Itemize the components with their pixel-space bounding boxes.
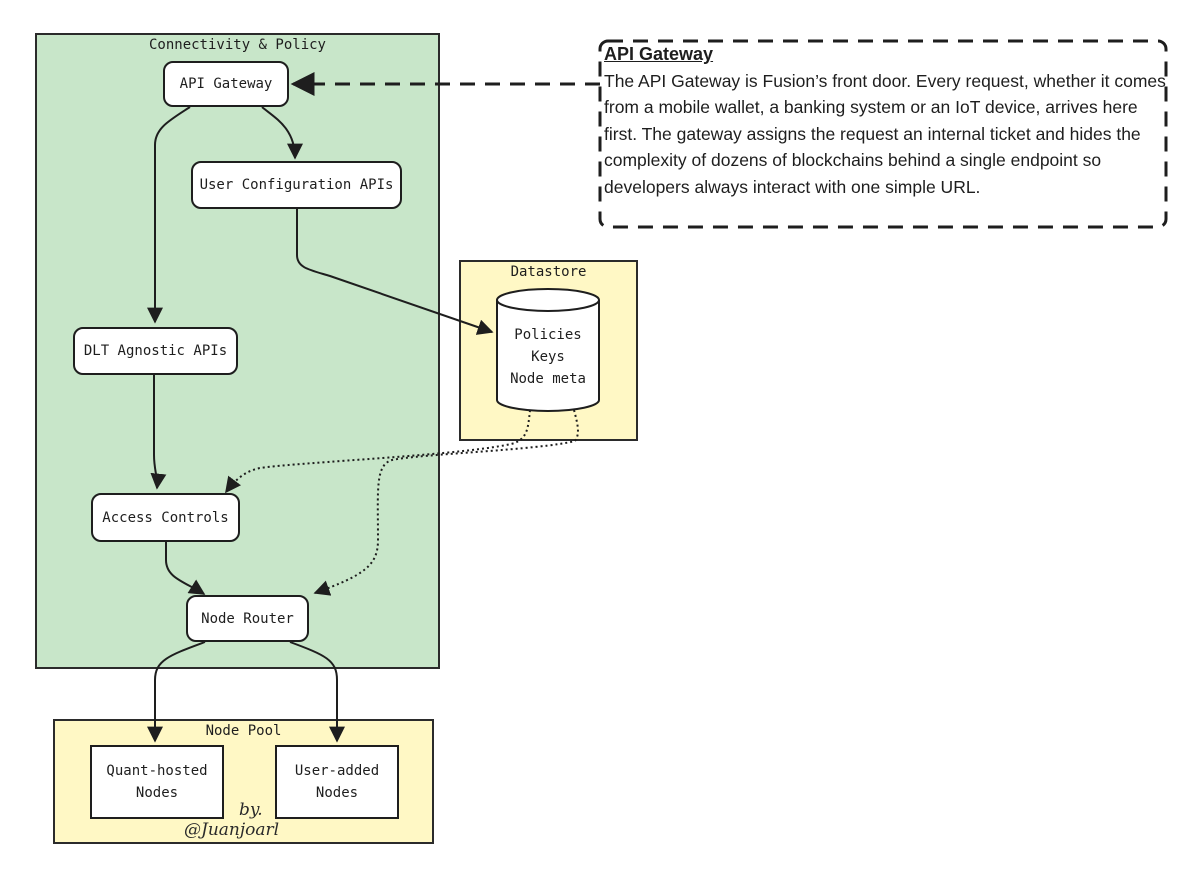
callout-title: API Gateway xyxy=(604,44,714,64)
credit-handle: @Juanjoarl xyxy=(184,820,280,840)
datastore-cylinder xyxy=(496,288,600,412)
user-configuration-apis-node[interactable]: User Configuration APIs xyxy=(191,161,402,209)
datastore-contents: Policies Keys Node meta xyxy=(497,324,599,390)
access-controls-node[interactable]: Access Controls xyxy=(91,493,240,542)
edge-gateway-to-userconfig xyxy=(261,106,303,160)
edge-userconfig-to-datastore xyxy=(296,209,494,335)
author-credit: by. @Juanjoarl xyxy=(184,800,344,846)
node-router-node[interactable]: Node Router xyxy=(186,595,309,642)
callout-body: The API Gateway is Fusion’s front door. … xyxy=(604,71,1166,197)
edge-router-to-user xyxy=(289,641,345,743)
user-added-line1: User-added xyxy=(294,763,380,779)
edge-access-to-router xyxy=(165,542,206,595)
quant-hosted-line2: Nodes xyxy=(135,785,179,801)
db-line-node-meta: Node meta xyxy=(510,371,586,387)
credit-by: by. xyxy=(239,800,263,820)
edge-datastore-to-router xyxy=(313,409,579,596)
datastore-title: Datastore xyxy=(510,264,587,280)
quant-hosted-nodes-node[interactable]: Quant-hosted Nodes xyxy=(90,745,224,819)
db-line-policies: Policies xyxy=(514,327,582,343)
user-added-nodes-node[interactable]: User-added Nodes xyxy=(275,745,399,819)
db-line-keys: Keys xyxy=(531,349,565,365)
edge-gateway-to-dlt xyxy=(147,106,191,324)
edge-router-to-quant xyxy=(147,641,206,743)
api-gateway-node[interactable]: API Gateway xyxy=(163,61,289,107)
edge-dlt-to-access xyxy=(150,375,167,490)
connectivity-policy-title: Connectivity & Policy xyxy=(148,37,326,53)
node-pool-title: Node Pool xyxy=(205,723,282,739)
user-added-line2: Nodes xyxy=(315,785,359,801)
dlt-agnostic-apis-node[interactable]: DLT Agnostic APIs xyxy=(73,327,238,375)
quant-hosted-line1: Quant-hosted xyxy=(106,763,208,779)
